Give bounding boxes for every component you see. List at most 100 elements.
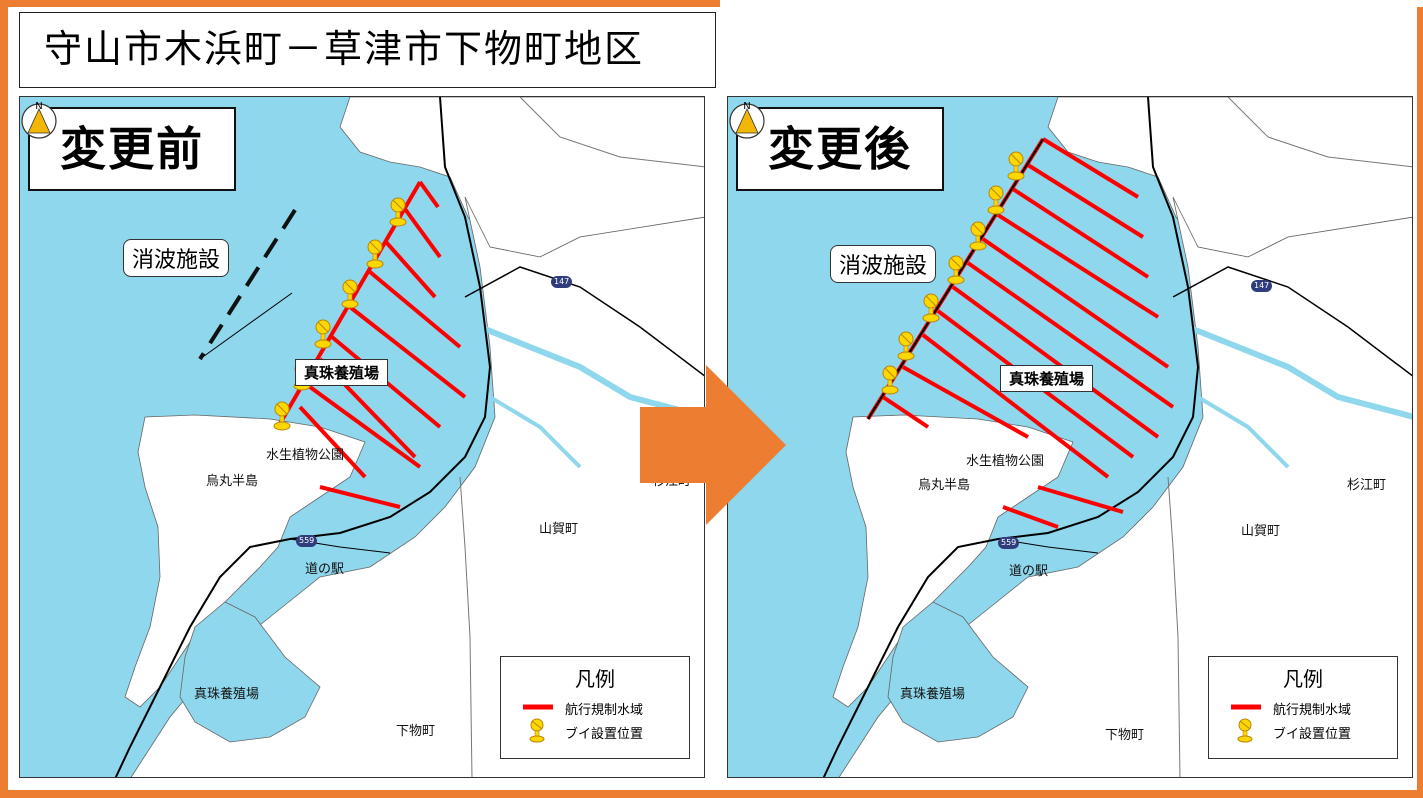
panel-label-before: 変更前	[28, 107, 236, 191]
buoy-base	[389, 217, 407, 227]
legend: 凡例 航行規制水域 ブイ設置位置	[500, 656, 690, 759]
legend-label-regulated: 航行規制水域	[1273, 703, 1352, 718]
buoy-icon	[1237, 718, 1253, 743]
buoy-pole	[975, 235, 981, 243]
compass-icon: N	[729, 101, 765, 139]
road-147	[1172, 266, 1412, 377]
basemap	[728, 97, 1412, 777]
regulation-line	[403, 207, 442, 259]
buoy-icon	[897, 331, 915, 361]
buoy-base	[897, 351, 915, 361]
map-panel-before: 変更前 消波施設 真珠養殖場 水生植物公園 烏丸半島 山賀町 杉江町 道の駅 下…	[19, 96, 705, 778]
lower-pond	[179, 601, 321, 743]
breakwater	[198, 208, 297, 361]
buoy-pole	[395, 211, 401, 219]
svg-text:N: N	[35, 101, 42, 112]
route-147-badge: 147	[551, 276, 573, 288]
legend-label-buoy: ブイ設置位置	[565, 727, 644, 742]
regulation-line	[319, 485, 401, 509]
buoy-icon	[969, 221, 987, 251]
right-arrow-icon	[640, 365, 786, 525]
buoy-mark	[900, 333, 912, 345]
peninsula-label: 烏丸半島	[206, 474, 259, 489]
buoy-base	[922, 313, 940, 323]
regulation-line	[384, 240, 437, 299]
regulation-line	[902, 365, 1029, 439]
buoy-base	[881, 385, 899, 395]
regulation-line	[368, 270, 462, 349]
regulation-line	[308, 385, 422, 469]
buoy-base	[273, 421, 291, 431]
red-line-icon	[1231, 704, 1261, 710]
red-line-icon	[523, 704, 553, 710]
regulation-line	[881, 395, 930, 429]
buoy-base	[366, 259, 384, 269]
breakwater-callout: 消波施設	[123, 239, 230, 277]
breakwater-callout: 消波施設	[830, 245, 937, 283]
buoy-icon	[947, 255, 965, 285]
pearl-farm-label: 真珠養殖場	[1000, 365, 1094, 392]
shimomono-label: 下物町	[1105, 728, 1145, 743]
buoy-icon	[529, 718, 545, 743]
regulation-line	[348, 305, 467, 399]
compass-icon: N	[21, 101, 57, 139]
buoy-mark	[276, 403, 288, 415]
buoy-icon	[881, 365, 899, 395]
buoy-pole	[320, 333, 326, 341]
buoy-mark	[392, 199, 404, 211]
area-title: 守山市木浜町－草津市下物町地区	[19, 12, 716, 88]
sugie-label: 杉江町	[1347, 478, 1387, 493]
buoy-mark	[950, 257, 962, 269]
land-east	[130, 196, 704, 777]
buoy-mark	[344, 281, 356, 293]
buoy-base	[341, 299, 359, 309]
route-147-badge: 147	[1251, 280, 1273, 292]
road-minor-1	[459, 476, 473, 777]
buoy-icon	[314, 319, 332, 349]
regulation-line	[298, 405, 367, 479]
regulation-line	[1002, 505, 1059, 529]
buoy-mark	[990, 187, 1002, 199]
buoy-pole	[993, 199, 999, 207]
buoy-icon	[389, 197, 407, 227]
road-minor-1	[1167, 476, 1181, 777]
buoy-icon	[341, 279, 359, 309]
buoy-icon	[987, 185, 1005, 215]
regulation-line	[951, 285, 1160, 439]
regulation-line	[921, 333, 1110, 479]
regulation-line	[996, 213, 1160, 319]
shimomono-label: 下物町	[396, 724, 436, 739]
channel-2	[488, 395, 582, 469]
legend-title: 凡例	[1283, 667, 1323, 691]
frame-gap	[720, 0, 1423, 7]
route-559-badge: 559	[998, 537, 1020, 549]
road-main	[822, 97, 1200, 777]
arrow-shape	[640, 365, 786, 525]
peninsula-label: 烏丸半島	[918, 478, 971, 493]
lower-farm-label: 真珠養殖場	[194, 687, 260, 702]
regulation-line	[981, 237, 1170, 369]
svg-text:N: N	[743, 101, 750, 112]
legend: 凡例 航行規制水域 ブイ設置位置	[1208, 656, 1398, 759]
channel-1	[1186, 324, 1412, 420]
pearl-farm-label: 真珠養殖場	[295, 359, 389, 386]
park-label: 水生植物公園	[266, 448, 345, 463]
yamaga-label: 山賀町	[1241, 524, 1281, 539]
buoy-mark	[1010, 153, 1022, 165]
frame-right-edge	[1417, 7, 1423, 791]
buoy-icon	[273, 401, 291, 431]
legend-label-regulated: 航行規制水域	[565, 703, 644, 718]
buoy-mark	[317, 321, 329, 333]
regulation-line	[966, 261, 1175, 409]
buoy-icon	[366, 239, 384, 269]
buoys	[881, 151, 1025, 395]
legend-label-buoy: ブイ設置位置	[1273, 727, 1352, 742]
buoy-pole	[887, 379, 893, 387]
buoy-base	[1007, 171, 1025, 181]
breakwater-leader	[199, 292, 293, 360]
buoy-mark	[884, 367, 896, 379]
map-after-svg	[728, 97, 1412, 777]
regulation-line	[1026, 163, 1145, 239]
buoy-mark	[369, 241, 381, 253]
